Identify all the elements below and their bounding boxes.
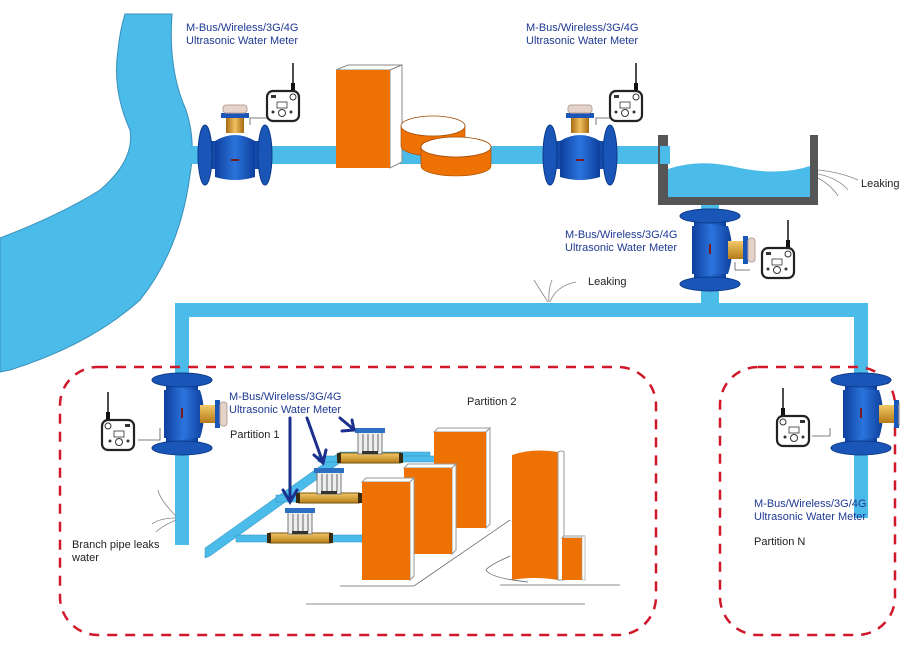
label-tank-leak: Leaking <box>861 178 900 190</box>
label-branch-leak: Branch pipe leaks water <box>72 539 160 564</box>
river <box>0 13 193 373</box>
partition-n-boundary <box>718 365 897 637</box>
partition-2-buildings <box>306 426 620 605</box>
small-meter-1 <box>266 507 334 544</box>
partition-1-2-boundary <box>58 365 658 637</box>
treatment-building <box>335 64 403 169</box>
label-partition-n: Partition N <box>754 536 806 548</box>
partition-n-meter <box>775 372 900 456</box>
label-partition-2: Partition 2 <box>467 396 517 408</box>
partition-1-meter <box>100 372 228 456</box>
main-pipe-leak-spray <box>533 279 577 303</box>
label-main-pipe-leak: Leaking <box>588 276 627 288</box>
settling-tank-front <box>420 136 492 177</box>
label-inlet-meter: M-Bus/Wireless/3G/4G Ultrasonic Water Me… <box>186 22 299 47</box>
meter-pointer-arrows <box>281 416 356 505</box>
tank-outlet-meter <box>679 208 796 292</box>
label-partition-1: Partition 1 <box>230 429 280 441</box>
label-tank-outlet-meter: M-Bus/Wireless/3G/4G Ultrasonic Water Me… <box>565 229 678 254</box>
label-tank-inlet-meter: M-Bus/Wireless/3G/4G Ultrasonic Water Me… <box>526 22 639 47</box>
reservoir-tank <box>658 135 818 205</box>
small-meter-3 <box>336 427 404 464</box>
label-partition-n-meter: M-Bus/Wireless/3G/4G Ultrasonic Water Me… <box>754 498 867 523</box>
branch-leak-spray <box>151 489 177 533</box>
label-partition-1-meter: M-Bus/Wireless/3G/4G Ultrasonic Water Me… <box>229 391 342 416</box>
tank-leak-spray <box>817 169 859 197</box>
distribution-pipe <box>175 303 868 317</box>
inlet-meter <box>197 61 301 186</box>
tank-inlet-meter <box>542 61 644 186</box>
